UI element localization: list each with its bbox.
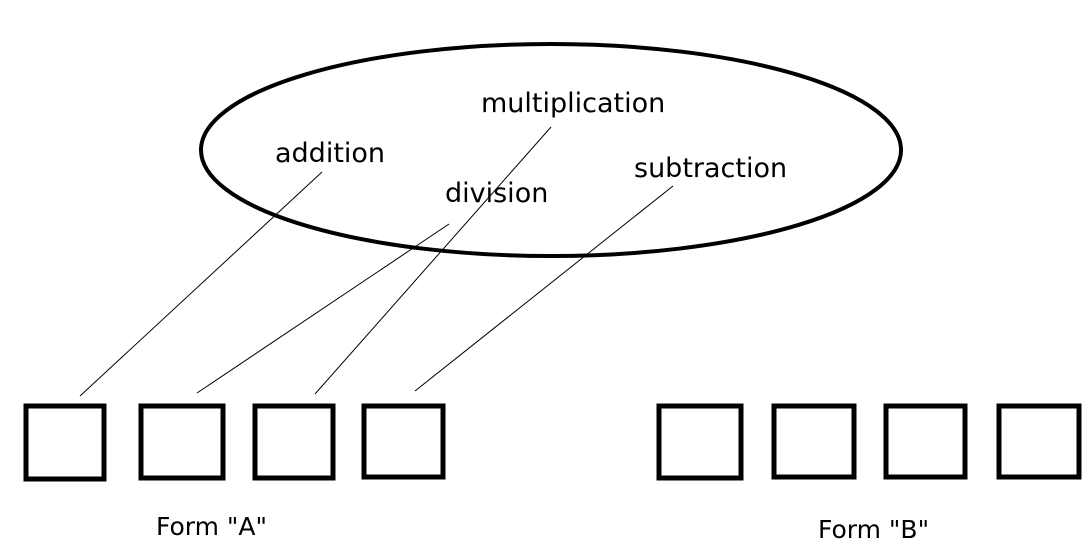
form-a-box-3 (252, 403, 336, 481)
form-b-label: Form "B" (818, 515, 929, 544)
form-b-box-1 (656, 403, 744, 481)
form-b-boxes (656, 403, 1082, 481)
form-a-boxes (23, 403, 446, 482)
connector-subtraction (414, 185, 674, 392)
form-a-box-2 (138, 403, 226, 481)
operation-label-addition: addition (275, 138, 385, 169)
form-a-label: Form "A" (156, 512, 267, 541)
operations-ellipse (199, 42, 903, 258)
form-a-box-4 (361, 403, 446, 480)
operation-label-multiplication: multiplication (481, 88, 665, 119)
operation-label-division: division (445, 178, 548, 209)
form-b-box-2 (771, 403, 857, 480)
connector-division (196, 223, 450, 394)
connector-multiplication (314, 126, 552, 395)
operation-label-subtraction: subtraction (634, 153, 787, 184)
form-b-box-4 (996, 403, 1082, 480)
connector-addition (79, 171, 323, 397)
form-a-box-1 (23, 403, 107, 482)
form-b-box-3 (883, 403, 968, 480)
